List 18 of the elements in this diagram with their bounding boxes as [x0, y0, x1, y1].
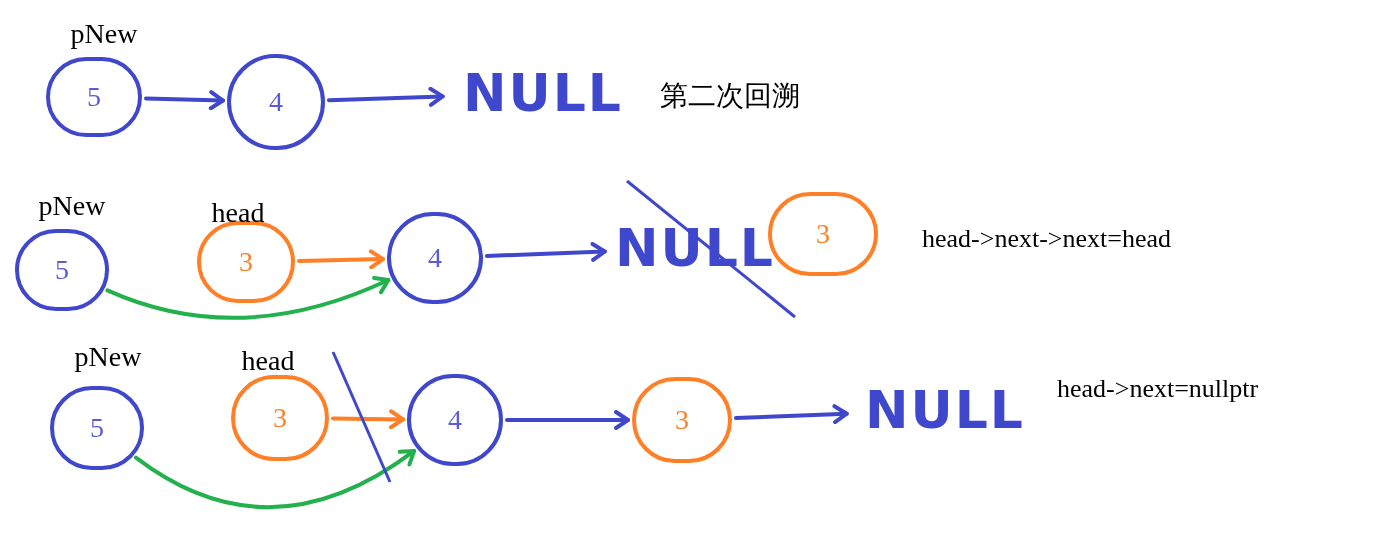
variable-label: pNew: [38, 192, 106, 220]
arrow: [143, 90, 225, 111]
note-text: 第二次回溯: [660, 82, 800, 110]
null-text: NULL: [448, 50, 638, 136]
arrow: [733, 404, 849, 425]
variable-label: head: [241, 347, 295, 375]
arrow: [133, 448, 417, 510]
variable-label: pNew: [74, 343, 142, 371]
variable-label: pNew: [70, 20, 138, 48]
arrow: [326, 86, 445, 107]
null-text: NULL: [852, 368, 1038, 452]
note-text: head->next=nullptr: [1057, 376, 1259, 402]
arrow: [105, 275, 391, 320]
note-text: head->next->next=head: [922, 226, 1171, 252]
arrow: [505, 410, 630, 430]
arrow: [331, 409, 405, 430]
arrow: [484, 241, 607, 262]
arrow: [297, 249, 385, 270]
